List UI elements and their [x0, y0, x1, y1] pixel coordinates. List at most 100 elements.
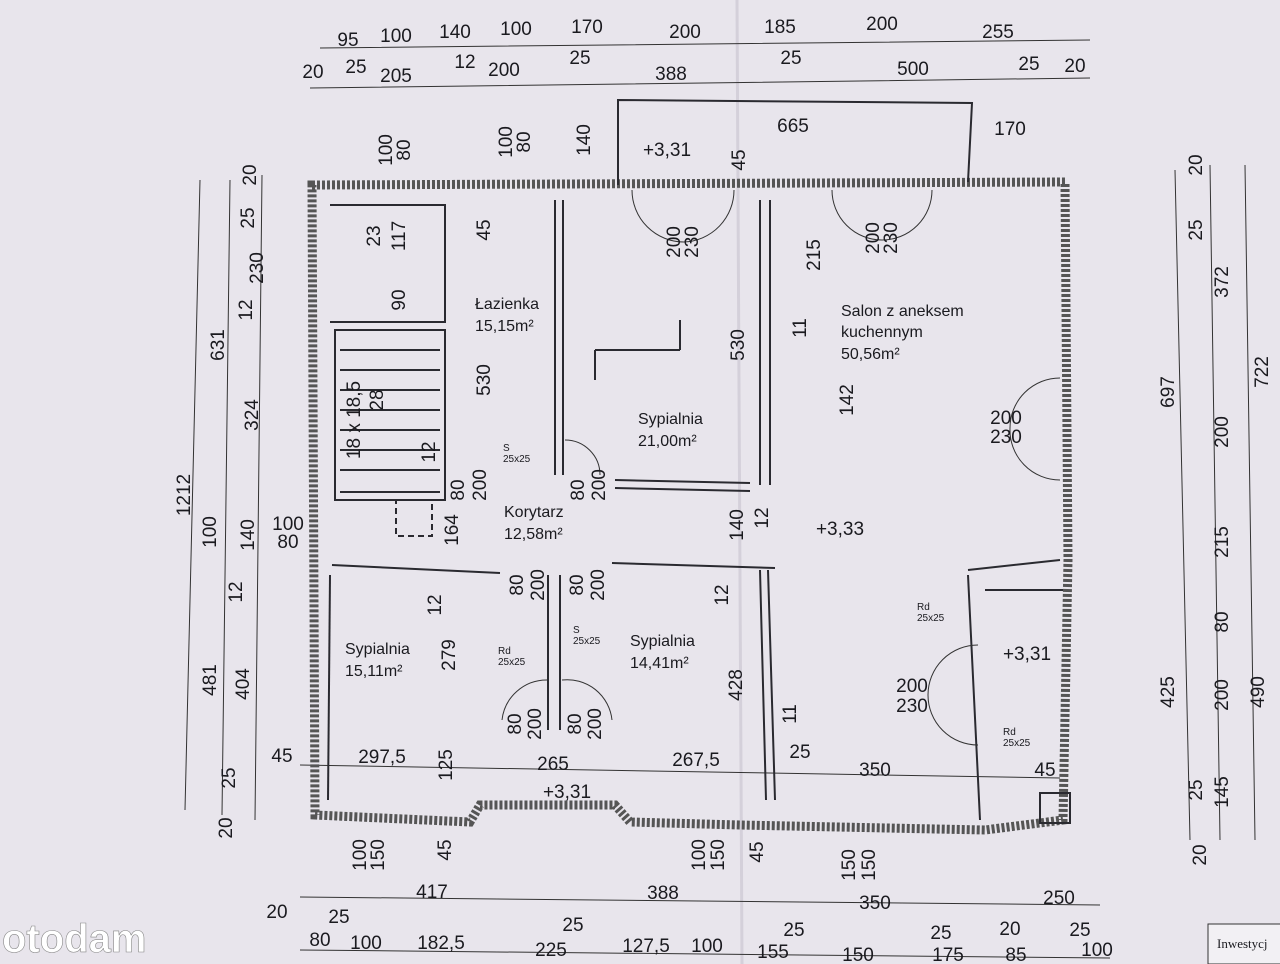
column-label: 25x25 — [498, 657, 526, 668]
room-name: Korytarz — [504, 504, 564, 521]
dimension-label: 100 — [496, 126, 517, 158]
dimension-label: 80 — [309, 930, 330, 951]
room-area: 50,56m² — [841, 346, 900, 363]
dimension-label: 665 — [777, 116, 809, 137]
dimension-label: 12 — [226, 581, 247, 602]
dimension-label: 25 — [562, 915, 583, 936]
dimension-label: 140 — [727, 509, 748, 541]
room-area: 12,58m² — [504, 526, 563, 543]
dimension-label: 200 — [589, 469, 610, 501]
walls — [307, 98, 1073, 835]
room-area: 21,00m² — [638, 433, 697, 450]
dimension-label: 200 — [896, 676, 928, 697]
dimension-label: +3,31 — [543, 782, 591, 803]
dimension-label: 200 — [863, 222, 884, 254]
column-label: 25x25 — [503, 454, 531, 465]
dimension-label: 530 — [474, 364, 495, 396]
dimension-label: 90 — [389, 289, 410, 310]
dimension-label: 100 — [689, 839, 710, 871]
dimension-label: 631 — [208, 329, 229, 361]
dimension-label: 45 — [474, 219, 495, 240]
dimension-label: 200 — [664, 226, 685, 258]
dimension-label: 117 — [389, 221, 410, 251]
room-name: Salon z aneksem — [841, 303, 964, 320]
dimension-label: 164 — [442, 514, 463, 546]
dimension-label: 140 — [439, 22, 471, 43]
dimension-label: 230 — [896, 696, 928, 717]
dimension-label: 490 — [1248, 676, 1269, 708]
dimension-lines — [184, 39, 1256, 959]
column-label: S — [503, 443, 510, 454]
dimension-label: 200 — [990, 408, 1022, 429]
dimension-label: 25 — [930, 923, 951, 944]
dimension-label: 25 — [569, 48, 590, 69]
dimension-label: 150 — [842, 945, 874, 964]
dimension-label: 388 — [655, 64, 687, 85]
dimension-label: 20 — [1186, 154, 1207, 175]
dimension-label: +3,33 — [816, 519, 864, 540]
dimension-label: 250 — [1043, 888, 1075, 909]
dimension-label: 722 — [1252, 356, 1273, 388]
dimension-label: 85 — [1005, 945, 1026, 964]
dimension-label: 25 — [1018, 54, 1039, 75]
dimension-label: 265 — [537, 754, 569, 775]
dimension-label: 230 — [247, 252, 268, 284]
dimension-label: 25 — [1186, 779, 1207, 800]
dimension-label: 100 — [200, 516, 221, 548]
dimension-label: 100 — [350, 933, 382, 954]
dimension-label: 80 — [567, 574, 588, 595]
dimension-label: 20 — [302, 62, 323, 83]
dimension-label: 127,5 — [622, 936, 670, 957]
dimension-label: 23 — [364, 225, 385, 246]
dimension-label: 182,5 — [417, 933, 465, 954]
dimension-label: 45 — [747, 841, 768, 862]
dimension-label: 20 — [1190, 844, 1211, 865]
dimension-label: 125 — [436, 749, 457, 781]
dimension-label: 200 — [1212, 416, 1233, 448]
dimension-label: 12 — [752, 507, 773, 528]
dimension-label: 350 — [859, 893, 891, 914]
room-name: Sypialnia — [630, 633, 695, 650]
dimension-label: 388 — [647, 883, 679, 904]
dimension-label: 185 — [764, 17, 796, 38]
dimension-label: 150 — [708, 839, 729, 871]
dimension-label: 170 — [571, 17, 603, 38]
dimension-label: +3,31 — [643, 140, 691, 161]
dimension-label: 12 — [454, 52, 475, 73]
dimension-label: 25 — [780, 48, 801, 69]
stamp-text: Inwestycj — [1217, 936, 1268, 951]
dimension-label: 100 — [380, 26, 412, 47]
dimension-label: 145 — [1212, 776, 1233, 808]
dimension-label: 45 — [729, 149, 750, 170]
dimension-label: 100 — [272, 514, 304, 535]
dimension-label: 100 — [1081, 940, 1113, 961]
dimension-label: 12 — [419, 441, 440, 462]
column-label: 25x25 — [573, 636, 601, 647]
dimension-label: +3,31 — [1003, 644, 1051, 665]
dimension-label: 100 — [376, 134, 397, 166]
dimension-label: 12 — [236, 299, 257, 320]
dimension-label: 150 — [839, 849, 860, 881]
dimension-label: 140 — [238, 519, 259, 551]
dimension-label: 80 — [514, 131, 535, 152]
dimension-label: 95 — [337, 30, 358, 51]
room-name: Sypialnia — [345, 641, 410, 658]
dimension-label: 350 — [859, 760, 891, 781]
dimension-label: 530 — [728, 329, 749, 361]
dimension-label: 25 — [345, 57, 366, 78]
dimension-label: 20 — [240, 164, 261, 185]
dimension-label: 80 — [394, 139, 415, 160]
dimension-label: 20 — [216, 817, 237, 838]
dimension-label: 11 — [790, 318, 811, 338]
dimension-label: 80 — [505, 713, 526, 734]
dimension-label: 80 — [568, 479, 589, 500]
dimension-label: 100 — [350, 839, 371, 871]
column-label: Rd — [917, 602, 930, 613]
dimension-label: 481 — [200, 664, 221, 696]
dimension-label: 425 — [1158, 676, 1179, 708]
dimension-label: 230 — [682, 226, 703, 258]
dimension-label: 45 — [271, 746, 292, 767]
dimension-label: 80 — [1212, 611, 1233, 632]
column-label: Rd — [1003, 727, 1016, 738]
